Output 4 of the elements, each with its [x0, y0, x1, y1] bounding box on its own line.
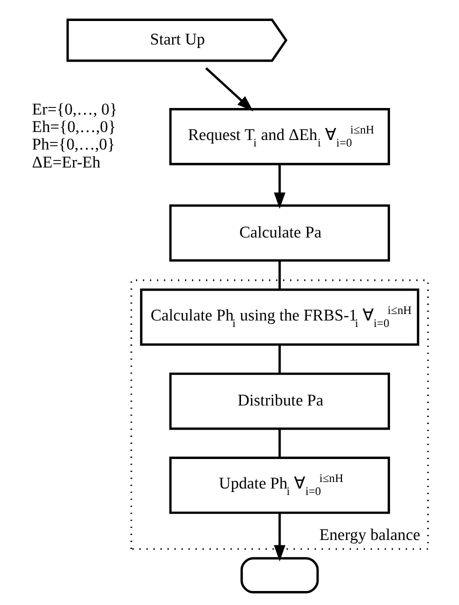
label: Eh={0,…,0} [32, 117, 116, 136]
label: ΔE=Er-Eh [32, 152, 100, 172]
label: Er={0,…, 0} [32, 100, 117, 119]
label: Ph={0,…,0} [32, 134, 115, 154]
